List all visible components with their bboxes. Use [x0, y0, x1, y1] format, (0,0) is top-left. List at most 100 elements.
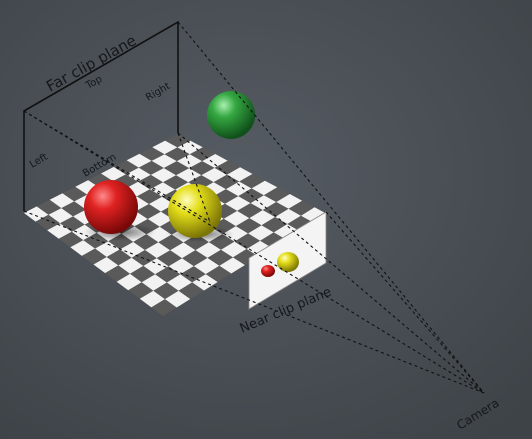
checker-cell [116, 273, 142, 291]
checker-cell [149, 196, 175, 212]
checker-cell [166, 274, 193, 291]
checker-cell [137, 189, 163, 204]
checker-cell [221, 241, 247, 258]
checkerboard-floor [24, 134, 327, 316]
checker-cell [113, 174, 138, 189]
checker-cell [195, 242, 221, 258]
checker-cell [113, 160, 139, 175]
checker-cell [141, 274, 167, 291]
checker-cell [118, 257, 144, 274]
checker-cell [226, 181, 252, 197]
checker-cell [62, 186, 88, 202]
checker-cell [164, 147, 190, 162]
checker-cell [219, 257, 245, 274]
checker-cell [155, 266, 181, 283]
checker-cell [125, 167, 151, 182]
checker-cell [246, 240, 273, 257]
checker-cell [153, 282, 179, 300]
checker-cell [163, 175, 189, 190]
checker-cell [251, 180, 278, 196]
checker-cell [261, 217, 288, 233]
far-clip-plane-outline [23, 20, 179, 211]
green-sphere [207, 91, 255, 139]
checker-cell [262, 202, 289, 217]
checker-cell [105, 265, 131, 282]
camera-frustum-lines [23, 21, 485, 394]
checker-cell [146, 226, 172, 243]
checker-cell [202, 154, 228, 168]
checker-cell [93, 257, 119, 274]
checker-cell [151, 154, 177, 168]
red-sphere [84, 180, 138, 234]
checker-cell [250, 195, 277, 210]
checker-cell [234, 233, 261, 249]
checker-cell [145, 242, 171, 259]
checker-cell [249, 210, 276, 226]
yellow-sphere [168, 184, 222, 238]
checker-cell [133, 234, 159, 250]
checker-cell [180, 266, 206, 283]
checker-cell [225, 196, 251, 211]
checker-cell [128, 282, 154, 299]
checker-cell [214, 160, 241, 175]
checker-cell [120, 241, 145, 258]
checker-cell [58, 231, 84, 248]
checker-cell [152, 140, 178, 155]
checker-cell [48, 208, 74, 224]
checker-cell [263, 187, 290, 202]
checker-cell [165, 290, 191, 308]
checker-cell [49, 193, 75, 209]
checker-cell [138, 160, 164, 175]
checker-cell [150, 182, 176, 197]
checker-cell [287, 215, 314, 231]
near-plane-yellow-projection [277, 252, 299, 272]
checker-cell [182, 250, 208, 267]
checker-cell [223, 210, 250, 227]
checker-cell [151, 299, 177, 316]
checker-cell [276, 194, 303, 209]
checker-cell [248, 225, 274, 241]
checker-cell [139, 147, 165, 161]
checker-cell [143, 258, 169, 275]
checker-cell [176, 168, 202, 183]
checker-cell [207, 249, 233, 266]
checker-cell [126, 153, 152, 168]
checker-cell [288, 200, 315, 216]
checker-cell [70, 240, 96, 256]
checker-cell [156, 250, 183, 267]
checker-cell [35, 214, 61, 231]
checker-cell [201, 167, 227, 183]
checker-cell [170, 242, 196, 259]
checker-cell [260, 232, 286, 248]
checker-cell [233, 249, 259, 265]
checker-cell [178, 282, 204, 299]
checker-cell [237, 203, 263, 219]
checker-cell [61, 201, 87, 217]
checker-cell [163, 161, 190, 176]
checker-cell [205, 265, 232, 282]
checker-cell [47, 223, 72, 239]
checker-cell [36, 199, 62, 215]
checker-cell [226, 167, 253, 182]
checker-cell [165, 134, 191, 148]
checker-cell [138, 174, 164, 190]
checker-cell [101, 166, 126, 182]
checker-cell [239, 174, 265, 189]
checker-cell [150, 168, 177, 183]
checker-cell [213, 174, 240, 190]
checker-cell [193, 257, 220, 275]
checker-cell [95, 241, 120, 257]
checker-cell [235, 218, 262, 234]
checker-cell [139, 290, 165, 308]
checker-cell [147, 211, 173, 227]
checker-cell [81, 248, 107, 265]
checker-cell [135, 204, 161, 219]
checker-cell [301, 207, 327, 223]
checker-cell [131, 250, 157, 266]
near-plane-red-projection [261, 265, 275, 277]
checker-cell [106, 249, 132, 266]
checker-cell [176, 154, 203, 169]
checker-cell [130, 265, 156, 283]
